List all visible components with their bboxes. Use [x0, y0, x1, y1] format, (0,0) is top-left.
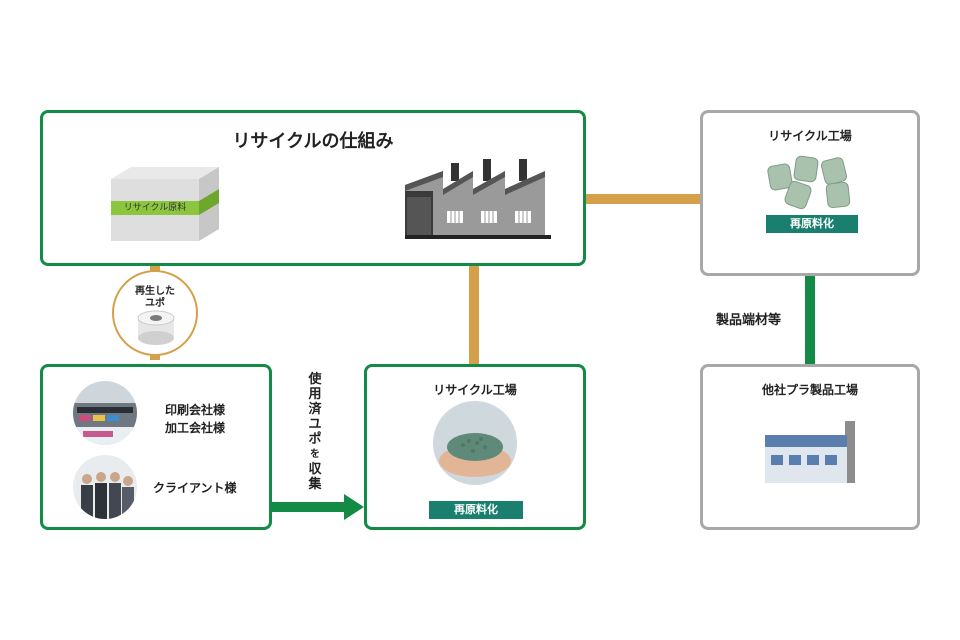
pellets-icon: [767, 153, 863, 213]
recycle-system-box: リサイクルの仕組み リサイクル原料: [40, 110, 586, 266]
recycle-factory-title: リサイクル工場: [768, 129, 852, 143]
collect-char: を: [310, 449, 320, 460]
hands-pellets-photo: [433, 401, 517, 485]
recycle-factory-box-bottom: リサイクル工場 再原料化: [364, 364, 586, 530]
reraw-badge-bottom: 再原料化: [429, 501, 523, 519]
plant-building-icon: [763, 417, 863, 483]
printing-press-photo: [73, 381, 137, 445]
collect-char: 済: [308, 402, 322, 417]
reraw-badge-top: 再原料化: [766, 215, 858, 233]
printers-label-line2: 加工会社様: [165, 421, 226, 435]
collect-char: 集: [308, 477, 322, 492]
printers-label-line1: 印刷会社様: [165, 403, 226, 417]
arrow-customers-to-factory: [272, 494, 364, 520]
recycled-material-block-icon: リサイクル原料: [107, 165, 227, 247]
collect-char: ポ: [308, 432, 322, 447]
scrap-label: 製品端材等: [716, 313, 782, 328]
recycle-factory-box-top: リサイクル工場 再原料化: [700, 110, 920, 276]
recycled-yupo-circle: 再生した ユポ: [112, 270, 198, 356]
recycled-yupo-label-line2: ユポ: [145, 298, 165, 309]
system-title: リサイクルの仕組み: [232, 131, 394, 152]
collect-used-yupo-label: 使 用 済 ユ ポ を 収 集: [307, 372, 323, 492]
factory-icon: [405, 155, 551, 239]
collect-char: 用: [308, 387, 322, 402]
collect-char: 収: [308, 462, 322, 477]
recycled-yupo-label-line1: 再生した: [135, 286, 175, 297]
collect-char: ユ: [308, 417, 322, 432]
business-people-photo: [73, 455, 137, 519]
other-factory-title: 他社プラ製品工場: [761, 383, 858, 397]
collect-char: 使: [308, 372, 322, 387]
material-label: リサイクル原料: [123, 203, 187, 213]
paper-roll-icon: [136, 310, 176, 346]
clients-label: クライアント様: [153, 481, 237, 495]
customers-box: 印刷会社様 加工会社様 クライアント様: [40, 364, 272, 530]
other-factory-box: 他社プラ製品工場: [700, 364, 920, 530]
recycle-factory-bottom-title: リサイクル工場: [433, 383, 517, 397]
